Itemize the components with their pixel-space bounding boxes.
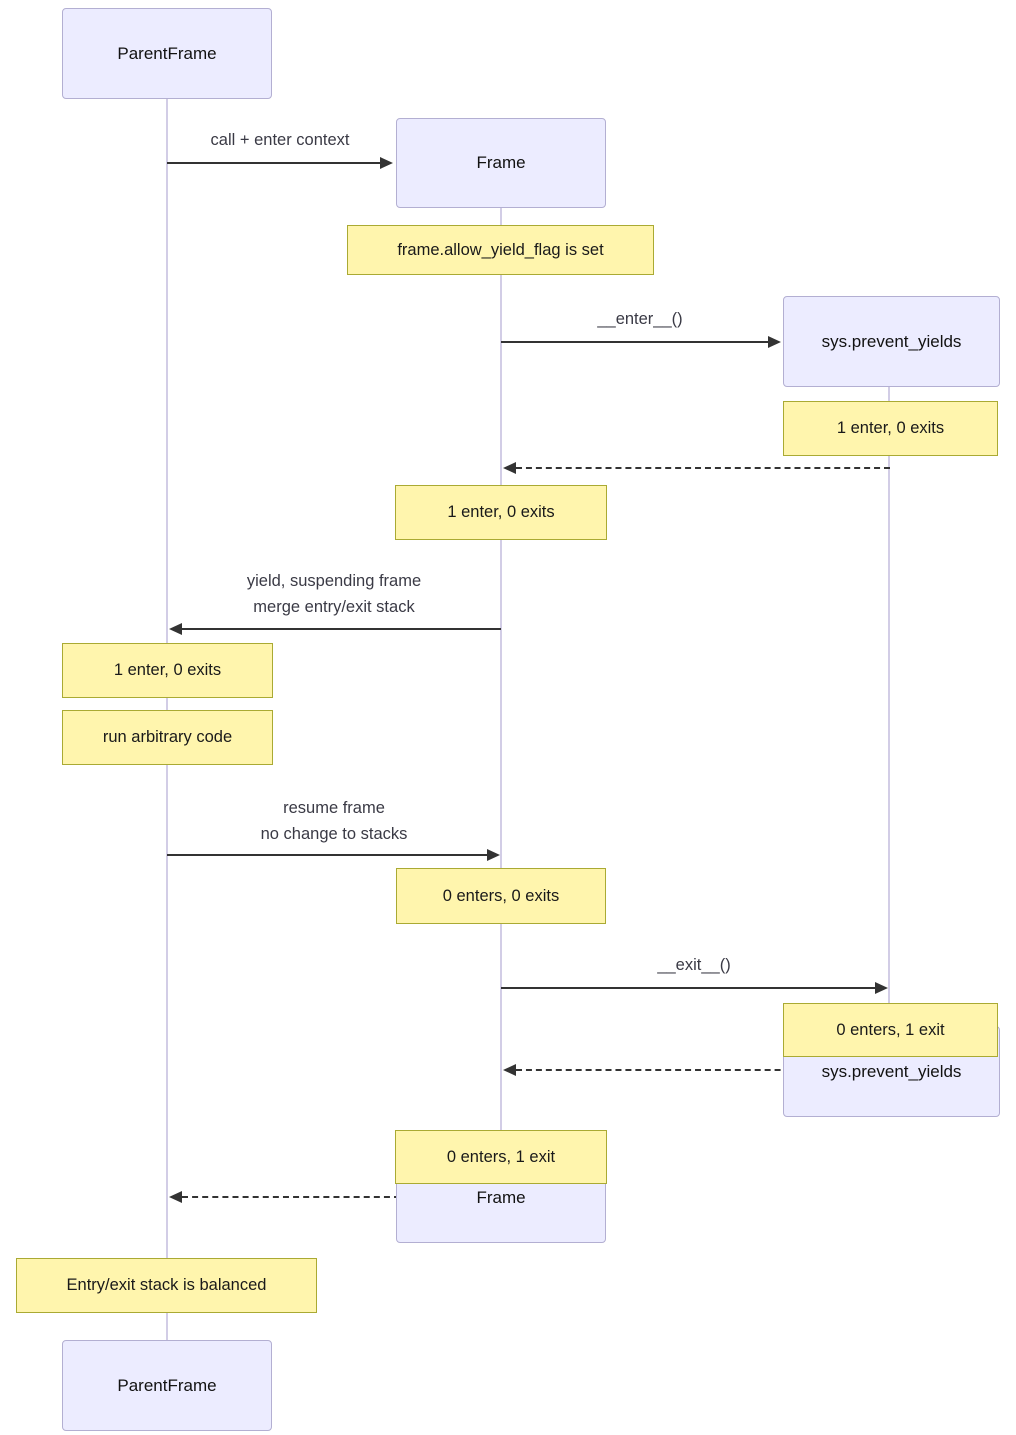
message-enter-arrowhead [768,336,781,348]
note-run-arbitrary-code: run arbitrary code [62,710,273,765]
lifeline-sys-prevent-yields [888,387,890,1057]
note-frame-0-enters-1-exit: 0 enters, 1 exit [395,1130,607,1184]
participant-parentframe-end: ParentFrame [62,1340,272,1431]
message-yield-line [182,628,501,630]
message-yield-label-line1: yield, suspending frame [246,572,422,590]
message-yield-label-line2: merge entry/exit stack [253,598,415,616]
message-call-enter-context-arrowhead [380,157,393,169]
note-sys-1-enter-0-exits: 1 enter, 0 exits [783,401,998,456]
message-yield-label: yield, suspending frame merge entry/exit… [247,568,421,620]
note-frame-0-enters-0-exits: 0 enters, 0 exits [396,868,606,924]
message-enter-label: __enter__() [597,310,683,328]
message-exit-arrowhead [875,982,888,994]
participant-sys-prevent-yields-start: sys.prevent_yields [783,296,1000,387]
return-sys-to-frame-arrowhead [503,462,516,474]
message-call-enter-context-label: call + enter context [210,131,350,149]
return-sys-to-frame-2-line [516,1069,890,1071]
return-sys-to-frame-2-arrowhead [503,1064,516,1076]
note-frame-allow-yield-flag: frame.allow_yield_flag is set [347,225,654,275]
message-resume-label: resume frame no change to stacks [261,795,408,847]
note-sys-0-enters-1-exit: 0 enters, 1 exit [783,1003,998,1057]
participant-frame-start: Frame [396,118,606,208]
participant-parentframe-start: ParentFrame [62,8,272,99]
return-sys-to-frame-line [516,467,890,469]
message-enter-line [501,341,768,343]
lifeline-frame [500,208,502,1184]
message-exit-label: __exit__() [657,956,731,974]
note-parent-1-enter-0-exits: 1 enter, 0 exits [62,643,273,698]
note-entry-exit-stack-balanced: Entry/exit stack is balanced [16,1258,317,1313]
return-frame-to-parent-line [182,1196,501,1198]
message-exit-line [501,987,875,989]
return-frame-to-parent-arrowhead [169,1191,182,1203]
message-resume-label-line2: no change to stacks [260,825,408,843]
message-resume-line [167,854,487,856]
note-frame-1-enter-0-exits: 1 enter, 0 exits [395,485,607,540]
message-resume-label-line1: resume frame [283,799,385,817]
message-resume-arrowhead [487,849,500,861]
message-yield-arrowhead [169,623,182,635]
message-call-enter-context-line [167,162,380,164]
